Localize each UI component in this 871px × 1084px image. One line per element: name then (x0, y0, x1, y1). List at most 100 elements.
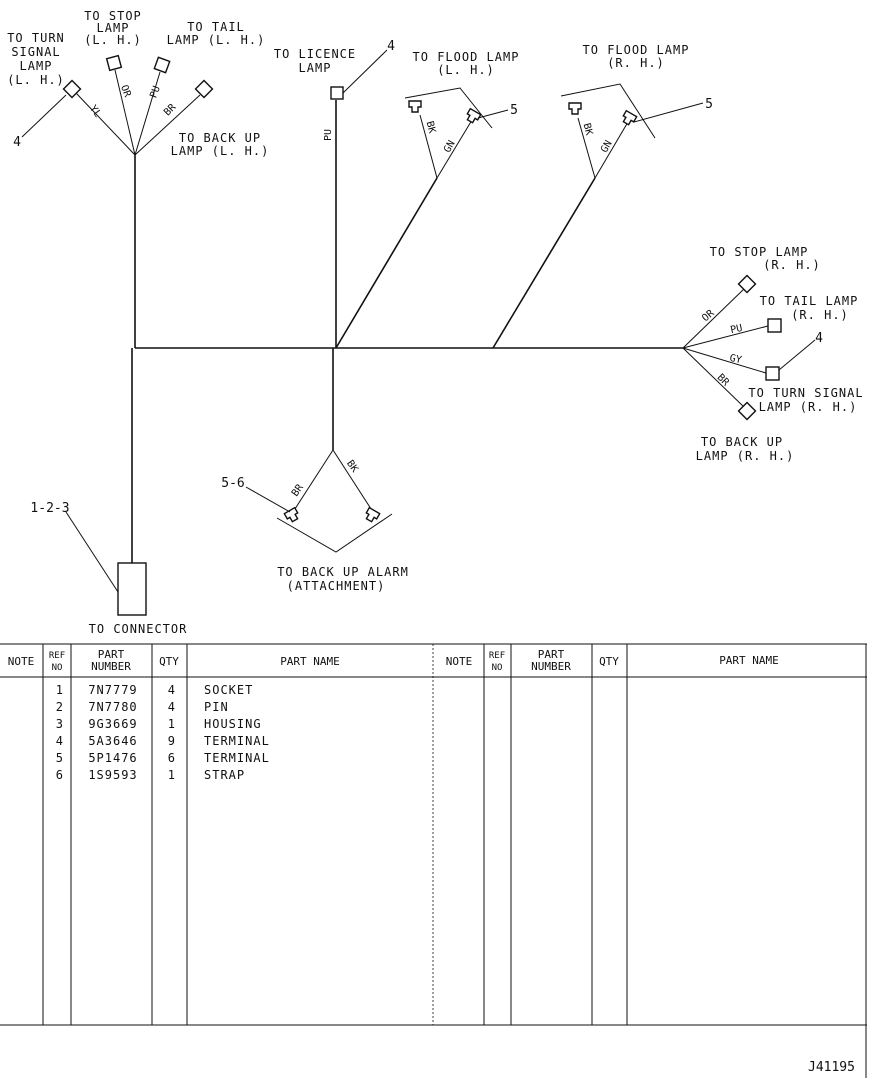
leader-turn-right (778, 339, 816, 371)
leader-flood-right (633, 102, 704, 123)
wire-or-right (682, 287, 746, 349)
label-tail-r-1: TO TAIL LAMP (760, 294, 859, 308)
row-part-name: TERMINAL (204, 734, 270, 748)
socket-flood-right-gn (622, 109, 638, 126)
label-backup-r-1: TO BACK UP (701, 435, 783, 449)
wire-or-left (114, 69, 136, 156)
flood-left-branch (335, 177, 438, 349)
row-ref-no: 6 (56, 768, 64, 782)
table-row: 1 7N7779 4 SOCKET (56, 683, 253, 697)
socket-flood-left-gn (466, 107, 482, 124)
terminal-stop-right (737, 274, 757, 294)
row-ref-no: 4 (56, 734, 64, 748)
wire-code-gy-r: GY (728, 353, 742, 366)
wire-bk-flood-left (419, 114, 438, 179)
wire-br-left (134, 94, 201, 156)
header-part-name-right: PART NAME (719, 654, 779, 667)
label-flood-r-2: (R. H.) (607, 56, 665, 70)
wire-gn-flood-left (436, 119, 473, 179)
wire-code-bk-fl: BK (424, 120, 438, 134)
wire-code-pu-l: PU (148, 85, 162, 100)
row-ref-no: 2 (56, 700, 64, 714)
wire-code-pu-lic: PU (323, 129, 334, 141)
label-turn-r-2: LAMP (R. H.) (759, 400, 858, 414)
header-part-number-left-1: PART (98, 648, 125, 661)
wire-code-br-l: BR (162, 101, 179, 118)
socket-alarm-br (283, 506, 299, 523)
label-flood-l-2: (L. H.) (437, 63, 495, 77)
row-part-name: SOCKET (204, 683, 253, 697)
header-qty-left: QTY (159, 655, 179, 668)
row-qty: 1 (168, 717, 176, 731)
wire-bk-flood-right (577, 117, 596, 179)
row-part-name: TERMINAL (204, 751, 270, 765)
wire-gy-right (682, 347, 767, 374)
label-stop-l-1: TO STOP (84, 9, 142, 23)
row-part-number: 7N7779 (88, 683, 137, 697)
label-turn-l-4: (L. H.) (7, 73, 65, 87)
leader-alarm (245, 486, 291, 513)
callout-alarm: 5-6 (221, 476, 244, 491)
label-licence-1: TO LICENCE (274, 47, 356, 61)
wire-code-br-a: BR (290, 482, 306, 499)
callout-leaders (21, 49, 816, 593)
terminal-turn-left (62, 79, 82, 99)
row-qty: 4 (168, 700, 176, 714)
wire-code-bk-a: BK (344, 458, 360, 474)
wire-code-bk-fr: BK (581, 122, 595, 136)
wire-code-yl: YL (87, 103, 103, 119)
callout-licence: 4 (387, 39, 395, 54)
callout-connector: 1-2-3 (30, 501, 69, 516)
alarm-strap (276, 513, 393, 553)
wire-code-br-r: BR (715, 372, 732, 389)
callout-turn-r: 4 (815, 331, 823, 346)
row-ref-no: 1 (56, 683, 64, 697)
header-part-number-left-2: NUMBER (91, 660, 131, 673)
wire-gn-flood-right (594, 121, 629, 179)
terminal-turn-right (765, 366, 780, 381)
wire-code-or-l: OR (118, 84, 133, 100)
header-note-right: NOTE (446, 655, 473, 668)
terminal-stop-left (105, 54, 123, 72)
wire-br-alarm (292, 449, 334, 513)
header-qty-right: QTY (599, 655, 619, 668)
row-part-name: STRAP (204, 768, 245, 782)
wire-pu-left (134, 71, 161, 156)
leader-turn-left (21, 94, 67, 138)
wire-code-or-r: OR (700, 307, 717, 324)
socket-flood-right-bk (568, 102, 582, 115)
label-licence-2: LAMP (299, 61, 332, 75)
label-tail-l-1: TO TAIL (187, 20, 245, 34)
label-turn-r-1: TO TURN SIGNAL (748, 386, 863, 400)
row-qty: 4 (168, 683, 176, 697)
wire-pu-right (682, 325, 769, 349)
flood-right-strap (560, 83, 656, 139)
callout-flood-l: 5 (510, 103, 518, 118)
wire-br-right (682, 347, 746, 409)
strap-lines (276, 83, 656, 553)
header-ref-left-2: NO (52, 663, 63, 673)
leader-flood-left (477, 109, 509, 119)
label-stop-l-3: (L. H.) (84, 33, 142, 47)
label-turn-l-2: SIGNAL (11, 45, 60, 59)
row-part-number: 5P1476 (88, 751, 137, 765)
label-alarm-2: (ATTACHMENT) (287, 579, 386, 593)
row-ref-no: 5 (56, 751, 64, 765)
wire-bk-alarm (332, 449, 374, 513)
label-stop-r-2: (R. H.) (763, 258, 821, 272)
leader-licence (342, 49, 388, 94)
wire-code-gn-fr: GN (599, 139, 615, 155)
main-connector (117, 562, 147, 616)
header-ref-left-1: REF (49, 651, 65, 661)
label-tail-l-2: LAMP (L. H.) (167, 33, 266, 47)
header-note-left: NOTE (8, 655, 35, 668)
wire-code-gn-fl: GN (442, 139, 458, 155)
